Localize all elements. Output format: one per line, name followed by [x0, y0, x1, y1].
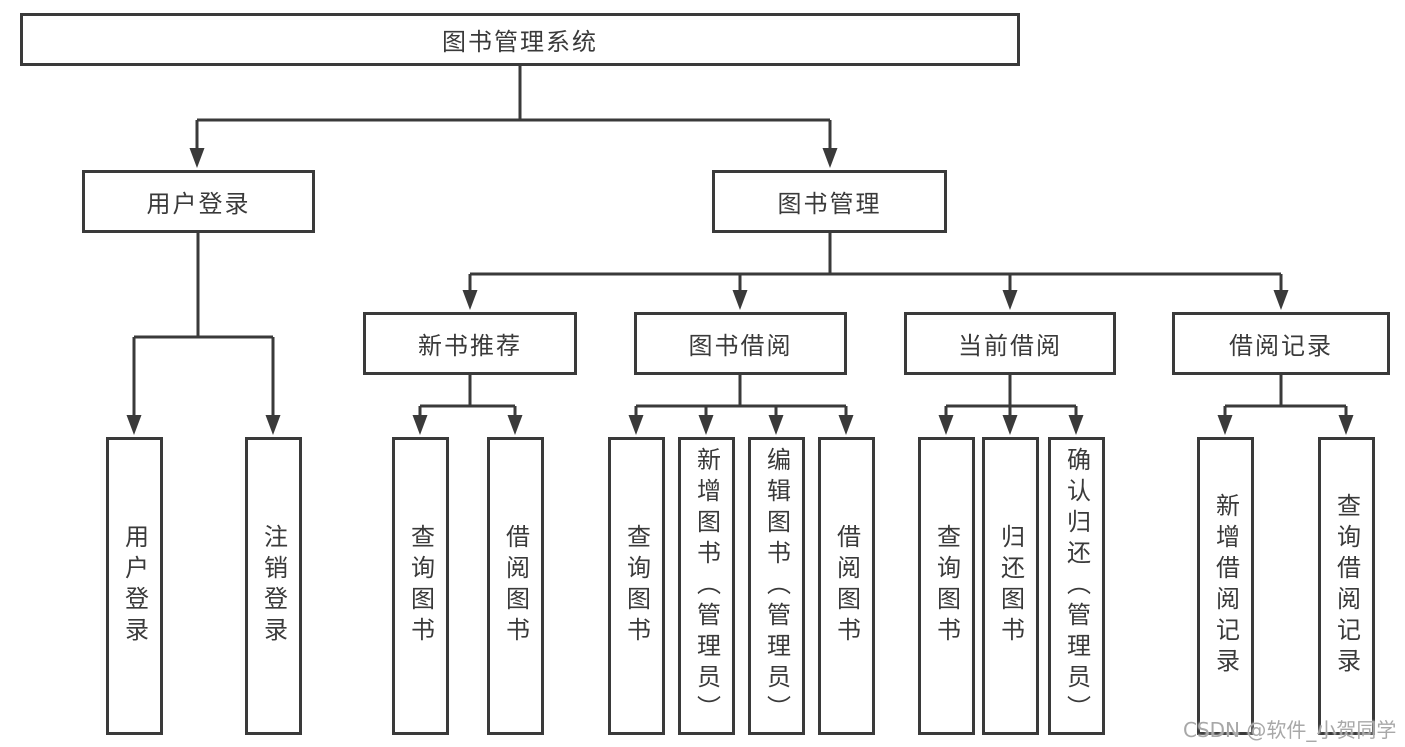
node-book-borrowing: 图书借阅 [634, 312, 847, 375]
node-query-books-current: 查询图书 [918, 437, 975, 735]
node-label: 注销登录 [259, 524, 288, 648]
arrowhead [126, 415, 142, 435]
arrowhead [1273, 290, 1289, 310]
node-logout: 注销登录 [245, 437, 302, 735]
node-query-books-borrowing: 查询图书 [608, 437, 665, 735]
connector-path [132, 66, 1348, 420]
arrowhead [698, 415, 714, 435]
node-borrow-books: 借阅图书 [818, 437, 875, 735]
arrowhead [838, 415, 854, 435]
node-label: 借阅图书 [832, 524, 861, 648]
node-label: 查询图书 [622, 524, 651, 648]
arrowhead [507, 415, 523, 435]
node-edit-books-admin: 编辑图书（管理员） [748, 437, 805, 735]
node-library-management-system: 图书管理系统 [20, 13, 1020, 66]
node-confirm-return-admin: 确认归还（管理员） [1048, 437, 1105, 735]
arrowhead [412, 415, 428, 435]
node-label: 确认归还（管理员） [1062, 446, 1091, 726]
arrowhead [628, 415, 644, 435]
node-add-books-admin: 新增图书（管理员） [678, 437, 735, 735]
node-label: 新增图书（管理员） [692, 446, 721, 726]
node-label: 编辑图书（管理员） [762, 446, 791, 726]
node-label: 图书管理系统 [442, 28, 598, 56]
node-label: 当前借阅 [958, 332, 1062, 360]
arrowhead [1217, 415, 1233, 435]
node-label: 借阅图书 [501, 524, 530, 648]
csdn-watermark: CSDN @软件_小贺同学 [1183, 718, 1397, 742]
arrowhead [938, 415, 954, 435]
node-label: 归还图书 [996, 524, 1025, 648]
node-label: 新书推荐 [418, 332, 522, 360]
arrowhead [462, 290, 478, 310]
node-label: 查询图书 [932, 524, 961, 648]
arrowhead [1338, 415, 1354, 435]
node-user-login-module: 用户登录 [82, 170, 315, 233]
arrowhead [1068, 415, 1084, 435]
arrowhead [822, 148, 838, 168]
node-borrow-books-recommend: 借阅图书 [487, 437, 544, 735]
arrowhead [265, 415, 281, 435]
node-label: 查询图书 [406, 524, 435, 648]
node-book-management-module: 图书管理 [712, 170, 947, 233]
node-label: 用户登录 [120, 524, 149, 648]
node-label: 借阅记录 [1229, 332, 1333, 360]
arrowhead [189, 148, 205, 168]
node-new-book-recommendation: 新书推荐 [363, 312, 577, 375]
node-label: 新增借阅记录 [1211, 493, 1240, 679]
node-label: 查询借阅记录 [1332, 493, 1361, 679]
arrowhead [1002, 290, 1018, 310]
node-user-login: 用户登录 [106, 437, 163, 735]
node-label: 用户登录 [146, 190, 251, 218]
arrowheads [126, 148, 1354, 435]
node-label: 图书管理 [777, 190, 882, 218]
node-borrowing-records: 借阅记录 [1172, 312, 1390, 375]
node-add-borrow-record: 新增借阅记录 [1197, 437, 1254, 735]
arrowhead [732, 290, 748, 310]
node-label: 图书借阅 [688, 332, 793, 360]
arrowhead [1002, 415, 1018, 435]
node-query-books-recommend: 查询图书 [392, 437, 449, 735]
node-current-borrowing: 当前借阅 [904, 312, 1116, 375]
node-return-books: 归还图书 [982, 437, 1039, 735]
arrowhead [768, 415, 784, 435]
node-query-borrow-record: 查询借阅记录 [1318, 437, 1375, 735]
